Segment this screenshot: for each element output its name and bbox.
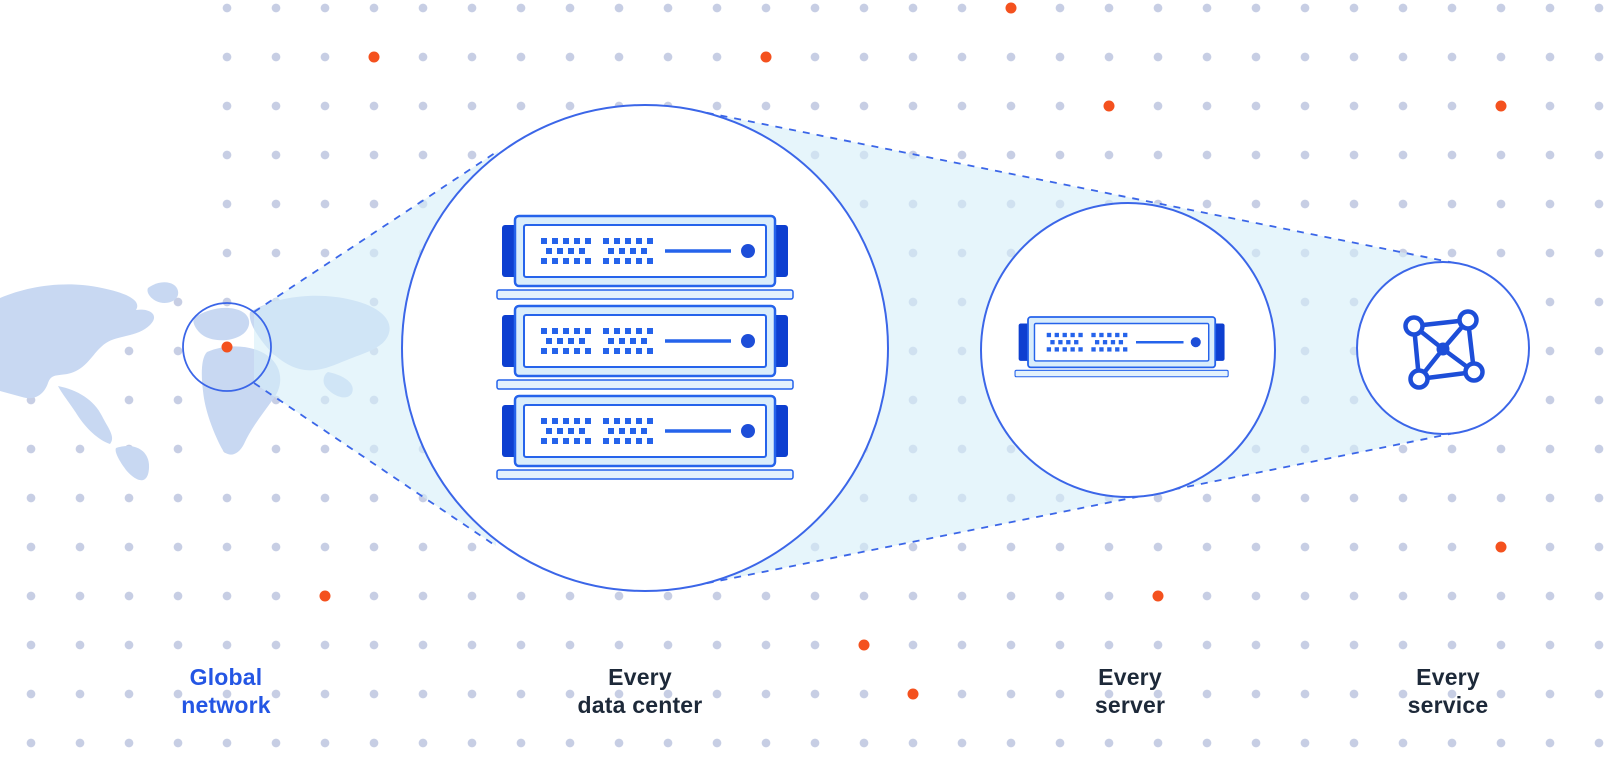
server-icon xyxy=(1015,317,1228,377)
beam-dashed-edges xyxy=(253,109,1461,587)
label-every-server: Every server xyxy=(1000,664,1260,719)
label-line: server xyxy=(1094,691,1166,718)
label-line: service xyxy=(1407,691,1489,718)
blank-corner-mask xyxy=(0,0,206,272)
label-global-network: Global network xyxy=(96,664,356,719)
label-line: network xyxy=(181,691,271,718)
orange-accent-dots xyxy=(319,2,1507,700)
mesh-network-icon xyxy=(1403,309,1485,390)
label-every-data-center: Every data center xyxy=(510,664,770,719)
map-location-dot xyxy=(221,341,233,353)
label-line: Every xyxy=(1098,664,1162,690)
label-line: Global xyxy=(189,664,263,690)
server-rack-icon xyxy=(497,216,793,479)
label-line: Every xyxy=(608,664,672,690)
label-line: Every xyxy=(1416,664,1480,690)
map-highlight-circle xyxy=(182,302,272,392)
label-line: data center xyxy=(577,691,703,718)
label-every-service: Every service xyxy=(1318,664,1578,719)
